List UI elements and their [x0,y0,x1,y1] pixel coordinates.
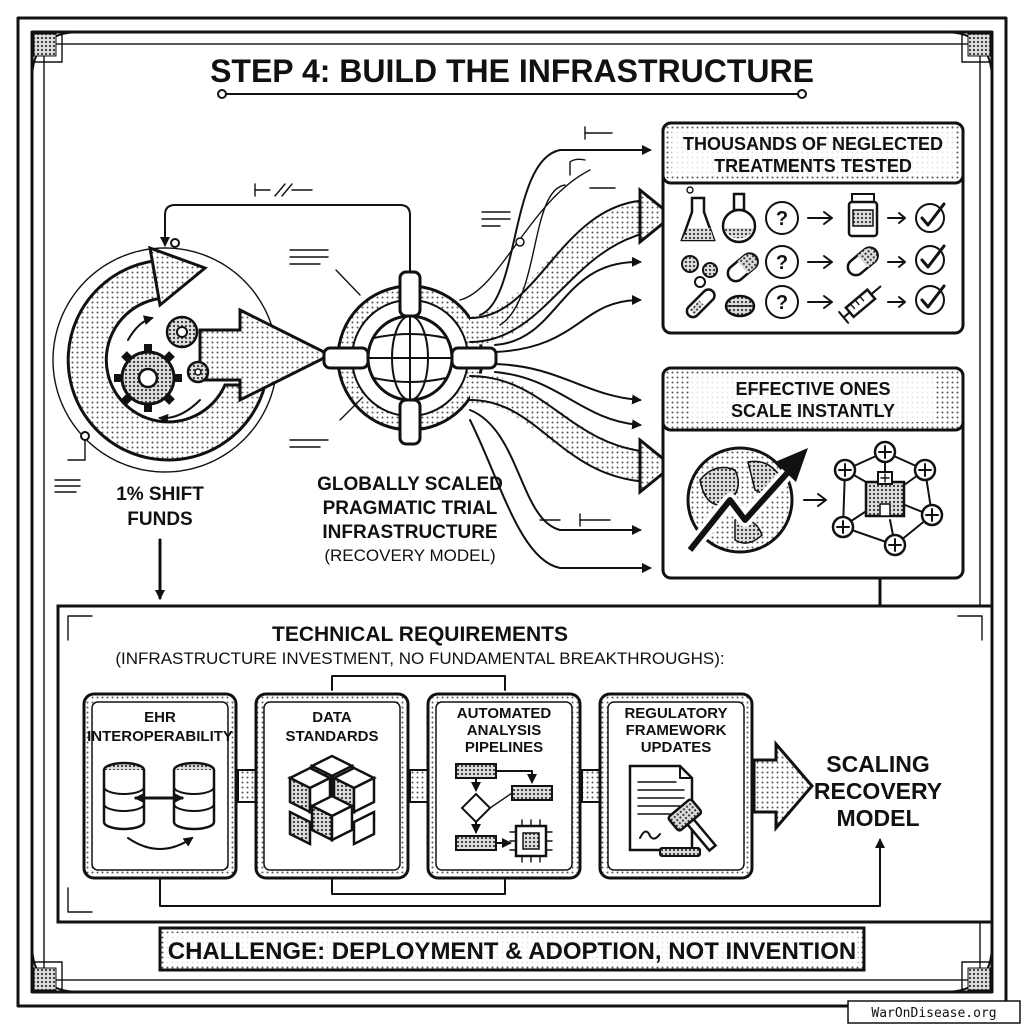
req-box-pipelines: AUTOMATED ANALYSIS PIPELINES [426,692,582,880]
syringe-icon [838,285,882,324]
hub-label-2: PRAGMATIC TRIAL [323,498,498,519]
panel-scale-title-1: EFFECTIVE ONES [735,379,890,399]
round-flask-icon [721,192,757,244]
hub-label-1: GLOBALLY SCALED [317,474,503,495]
req-box-ehr: EHR INTEROPERABILITY [82,692,238,880]
corner-ornament-tr [943,31,993,81]
req-pipe-label-1: AUTOMATED [457,705,552,722]
req-arrow-final [752,739,814,833]
req-box-data-standards: DATA STANDARDS [254,692,410,880]
panel-treatments-title-1: THOUSANDS OF NEGLECTED [683,134,943,154]
req-ehr-label-1: EHR [144,709,176,726]
hub-label-4: (RECOVERY MODEL) [324,546,495,565]
req-reg-label-2: FRAMEWORK [626,722,727,739]
database-sync-icon [102,761,216,850]
question-icon-1: ? [765,201,799,235]
panel-treatments: THOUSANDS OF NEGLECTED TREATMENTS TESTED… [661,121,965,335]
panel-treatments-title-2: TREATMENTS TESTED [714,156,912,176]
req-pipe-label-3: PIPELINES [465,739,543,756]
svg-text:?: ? [776,252,788,274]
corner-ornament-tl [31,31,81,81]
challenge-text: CHALLENGE: DEPLOYMENT & ADOPTION, NOT IN… [168,938,856,965]
req-reg-label-3: UPDATES [641,739,712,756]
req-ehr-label-2: INTEROPERABILITY [87,728,233,745]
feedback-loop-arrow [160,204,411,291]
watermark-text: WarOnDisease.org [871,1006,996,1021]
hub-label-3: INFRASTRUCTURE [322,522,497,543]
panel-scale: EFFECTIVE ONES SCALE INSTANTLY [661,366,965,580]
outcome-label-1: SCALING [826,751,930,777]
document-gavel-icon [628,764,718,857]
flask-icon [680,186,716,242]
pill-bottle-icon [847,193,879,238]
question-icon-3: ? [765,285,799,319]
req-data-label-1: DATA [312,709,352,726]
arrow-icon-1 [807,211,833,225]
checkmark-icon-1 [915,202,946,233]
title-block: STEP 4: BUILD THE INFRASTRUCTURE [210,53,814,99]
corner-ornament-br [943,943,993,993]
checkmark-icon-2 [915,244,946,275]
svg-text:?: ? [776,208,788,230]
outcome-label-3: MODEL [836,805,919,831]
req-pipe-label-2: ANALYSIS [467,722,541,739]
funds-label-2: FUNDS [127,509,192,530]
globe-hub-icon [322,270,498,446]
outer-frame [16,16,1008,1008]
question-icon-2: ? [765,245,799,279]
requirements-subtitle: (INFRASTRUCTURE INVESTMENT, NO FUNDAMENT… [115,649,724,668]
corner-ornament-bl [31,943,81,993]
watermark-badge: WarOnDisease.org [847,1000,1021,1024]
outcome-label-2: RECOVERY [814,778,942,804]
capsule-icon [726,252,759,283]
svg-text:?: ? [776,292,788,314]
capsule-icon-2 [846,246,879,277]
cycle-out-arrow [198,307,334,403]
flowchart-chip-icon [455,763,553,863]
req-reg-label-1: REGULATORY [624,705,727,722]
tablet-icon [724,294,756,318]
flow-lines [459,145,675,573]
earth-growth-icon [684,446,808,555]
challenge-banner: CHALLENGE: DEPLOYMENT & ADOPTION, NOT IN… [158,926,866,972]
thermometer-icon [685,288,716,319]
req-data-label-2: STANDARDS [285,728,378,745]
req-box-regulatory: REGULATORY FRAMEWORK UPDATES [598,692,754,880]
pills-icon [681,255,718,288]
gear-small-icon [165,315,210,384]
requirements-rails [159,675,885,907]
requirements-title: TECHNICAL REQUIREMENTS [272,623,568,646]
checkmark-icon-3 [915,284,946,315]
gear-icon [114,344,182,412]
hospital-network-icon [831,440,944,557]
page-title: STEP 4: BUILD THE INFRASTRUCTURE [210,53,814,89]
funds-cycle [52,238,334,493]
cubes-icon [287,754,377,847]
panel-scale-title-2: SCALE INSTANTLY [731,401,895,421]
funds-label-1: 1% SHIFT [116,484,204,505]
